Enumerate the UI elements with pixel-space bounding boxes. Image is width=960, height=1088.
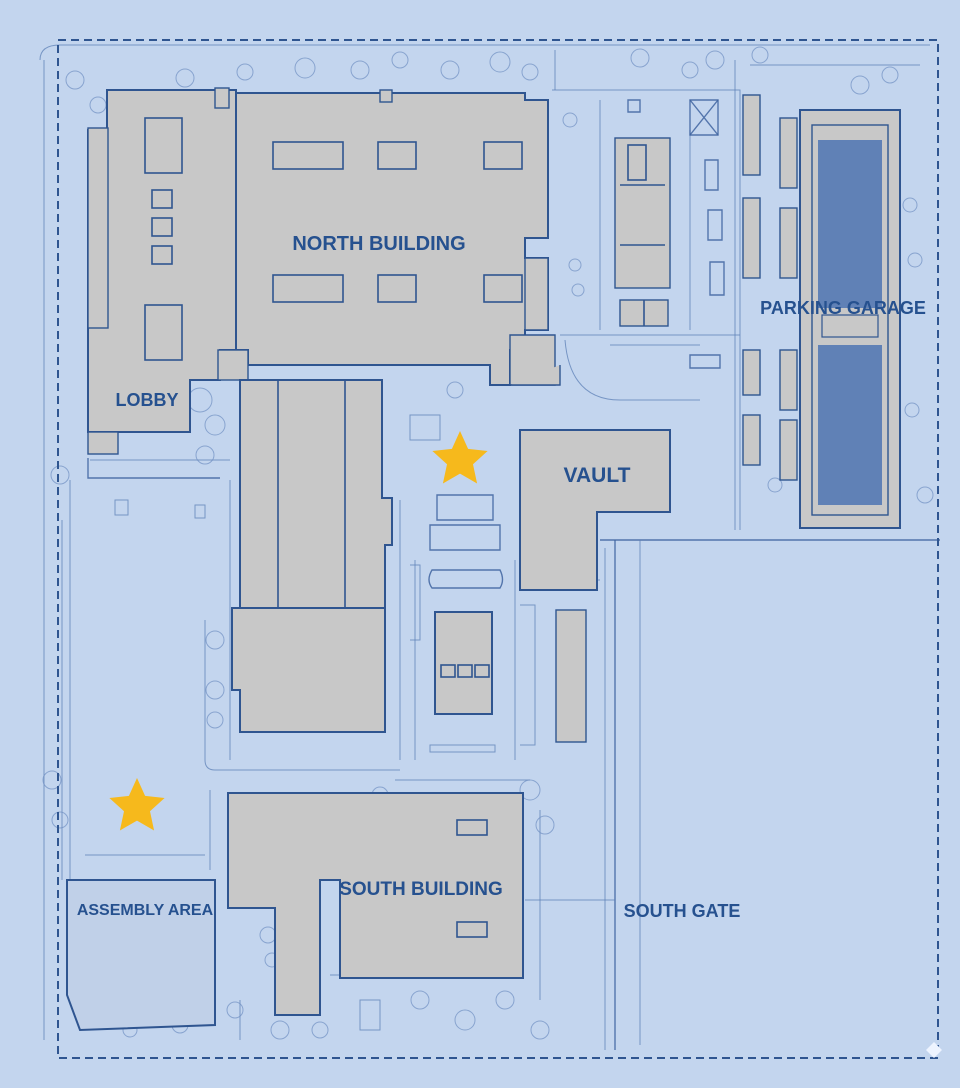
long-shed-building[interactable] (555, 609, 587, 743)
label-parking-garage: PARKING GARAGE (760, 298, 926, 318)
lobby-building[interactable] (87, 87, 249, 455)
vault-building[interactable] (519, 429, 671, 591)
label-assembly-area: ASSEMBLY AREA (77, 902, 214, 919)
surface-parking-rows (742, 94, 798, 481)
corner-marker-icon (926, 1042, 942, 1058)
assembly-area-zone[interactable] (66, 879, 216, 1032)
parking-garage-structure[interactable] (799, 109, 901, 529)
star-marker-vault-entrance[interactable] (432, 431, 488, 484)
site-sketch-lines (39, 44, 940, 1050)
label-south-gate: SOUTH GATE (624, 901, 741, 921)
service-block-building[interactable] (434, 611, 493, 715)
label-north-building: NORTH BUILDING (292, 233, 465, 255)
utility-building[interactable] (614, 137, 671, 327)
star-marker-assembly[interactable] (109, 778, 165, 831)
label-south-building: SOUTH BUILDING (339, 879, 503, 900)
south-building[interactable] (227, 792, 524, 1016)
middle-wing-building[interactable] (231, 379, 393, 733)
label-lobby: LOBBY (116, 390, 179, 410)
label-vault: VAULT (564, 464, 631, 487)
